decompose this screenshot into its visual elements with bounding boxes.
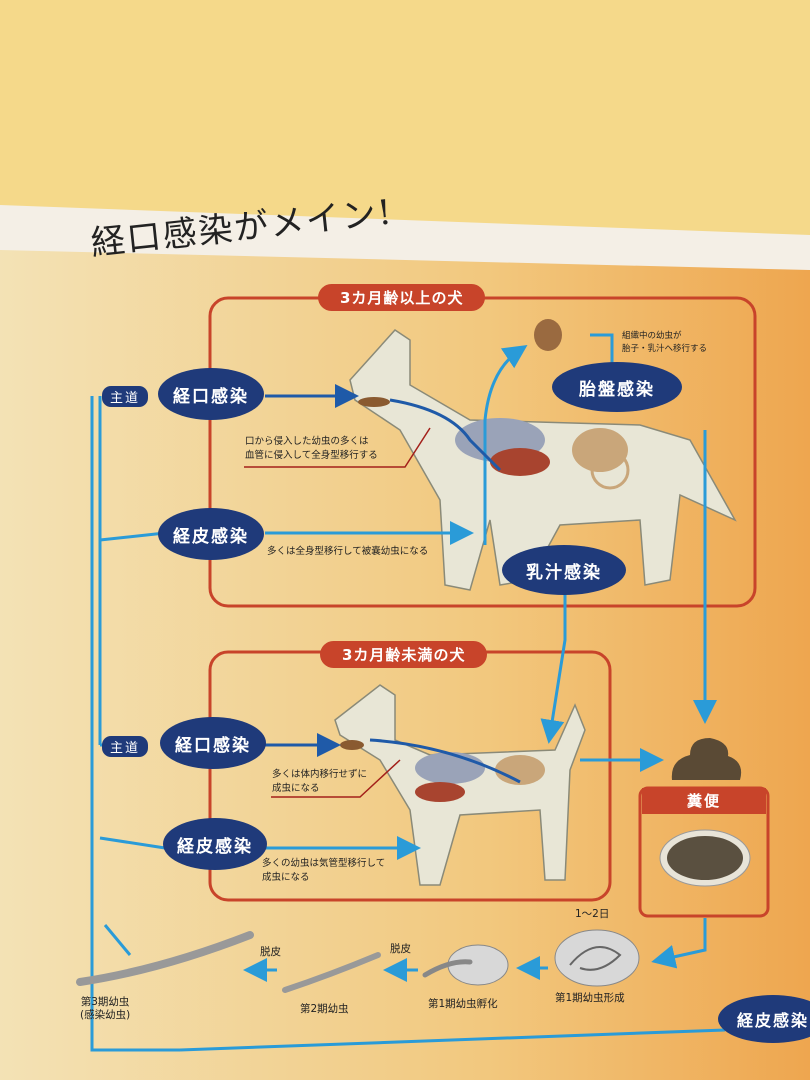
stage-label-l1-hatching: 第1期幼虫孵化 — [428, 998, 498, 1010]
percutaneous-note: 多くは全身型移行して被嚢幼虫になる — [267, 546, 429, 557]
percutaneous-infection-oval-bottom: 経皮感染 — [718, 995, 810, 1043]
lower-box-title: 3カ月齢未満の犬 — [320, 641, 488, 668]
note-line: 胎子・乳汁へ移行する — [622, 344, 708, 354]
stage-label-l1-forming: 第1期幼虫形成 — [555, 992, 625, 1004]
adult-dog-illustration — [349, 319, 737, 591]
note-line: 成虫になる — [262, 872, 310, 883]
milk-to-puppy-arrow — [540, 590, 567, 744]
molt-label: 脱皮 — [260, 946, 281, 958]
puppy-percutaneous-note: 多くの幼虫は気管型移行して 成虫になる — [262, 857, 385, 885]
l2-larva-icon — [282, 952, 381, 993]
oral-infection-oval: 経口感染 — [160, 717, 266, 769]
percutaneous-infection-oval: 経皮感染 — [163, 818, 267, 870]
stage-label-l2: 第2期幼虫 — [300, 1003, 349, 1015]
percutaneous-infection-oval: 経皮感染 — [158, 508, 264, 560]
note-line: 多くは体内移行せずに — [272, 769, 368, 780]
note-line: 多くの幼虫は気管型移行して — [262, 858, 386, 869]
stage-label-l3: 第3期幼虫 (感染幼虫) — [80, 996, 131, 1021]
egg-l1-forming-icon — [554, 929, 640, 987]
feces-label: 糞便 — [642, 788, 766, 814]
migration-arrow — [483, 345, 528, 545]
time-label: 1〜2日 — [575, 908, 610, 920]
oral-infection-oval: 経口感染 — [158, 368, 264, 420]
puppy-illustration — [334, 684, 586, 886]
route-line — [99, 836, 166, 850]
placental-infection-oval: 胎盤感染 — [552, 362, 682, 412]
l3-larva-icon — [76, 931, 254, 986]
top-yellow-page — [0, 0, 810, 230]
molt-label: 脱皮 — [390, 943, 411, 955]
note-line: 血管に侵入して全身型移行する — [245, 450, 378, 461]
feces-icon — [671, 738, 742, 780]
percutaneous-return-line — [90, 396, 180, 1052]
tissue-larvae-note: 組織中の幼虫が 胎子・乳汁へ移行する — [622, 330, 707, 356]
upper-box-title: 3カ月齢以上の犬 — [318, 284, 486, 311]
main-route-badge: 主道 — [102, 386, 149, 407]
note-line: 口から侵入した幼虫の多くは — [245, 436, 369, 447]
feces-sample-icon — [667, 836, 743, 880]
main-route-badge: 主道 — [102, 736, 149, 757]
note-line: 組織中の幼虫が — [622, 331, 682, 341]
puppy-oral-note: 多くは体内移行せずに 成虫になる — [272, 768, 367, 796]
route-line — [99, 531, 166, 542]
egg-hatching-icon — [447, 944, 509, 986]
oral-migration-note: 口から侵入した幼虫の多くは 血管に侵入して全身型移行する — [245, 435, 378, 463]
note-line: 成虫になる — [272, 783, 320, 794]
milk-infection-oval: 乳汁感染 — [502, 545, 626, 595]
